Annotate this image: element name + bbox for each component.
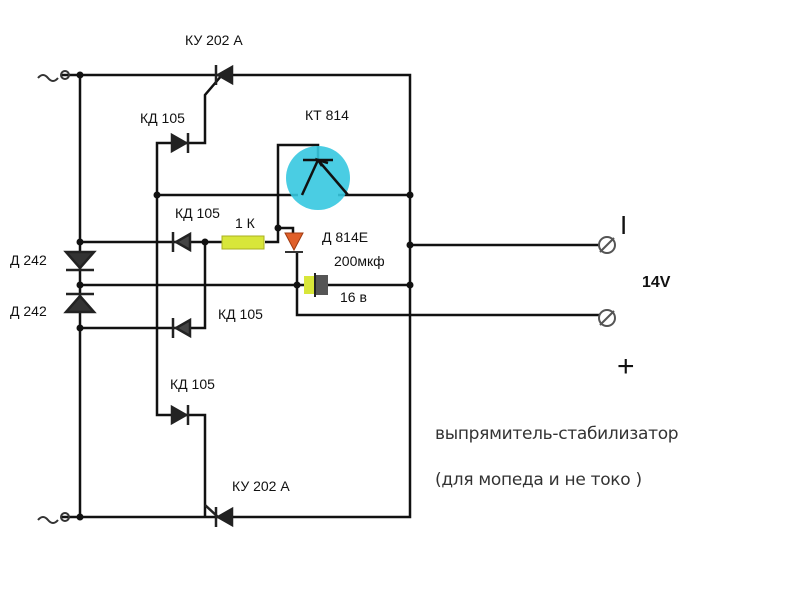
diode-kd105-4-label: КД 105 bbox=[170, 376, 215, 392]
diode-kd105-1-label: КД 105 bbox=[140, 110, 185, 126]
diode-d242-2-label: Д 242 bbox=[10, 303, 47, 319]
zener-d814e-symbol bbox=[284, 232, 304, 253]
zener-label: Д 814Е bbox=[322, 229, 369, 245]
wires bbox=[62, 73, 600, 519]
output-terminal-plus bbox=[598, 309, 616, 327]
thyristor-top-symbol bbox=[214, 64, 234, 86]
diode-d242-2-symbol bbox=[63, 292, 97, 314]
thyristor-bottom-symbol bbox=[204, 504, 234, 528]
diode-kd105-3-symbol bbox=[171, 317, 192, 339]
diode-kd105-3-label: КД 105 bbox=[218, 306, 263, 322]
junctions bbox=[76, 71, 414, 521]
diode-d242-1-label: Д 242 bbox=[10, 252, 47, 268]
resistor-symbol bbox=[221, 235, 265, 250]
diode-kd105-4-symbol bbox=[170, 404, 190, 426]
capacitor-value-label: 200мкф bbox=[334, 253, 385, 269]
transistor-kt814-symbol bbox=[286, 146, 350, 210]
diode-kd105-1-symbol bbox=[170, 132, 190, 154]
diode-kd105-2-symbol bbox=[171, 231, 192, 253]
diode-kd105-2-label: КД 105 bbox=[175, 205, 220, 221]
output-voltage-label: 14V bbox=[642, 274, 671, 291]
ac-input-terminal-top bbox=[37, 70, 70, 82]
diode-d242-1-symbol bbox=[63, 250, 97, 272]
thyristor-top-label: КУ 202 А bbox=[185, 32, 243, 48]
ac-input-terminal-bottom bbox=[37, 512, 70, 524]
transistor-label: КТ 814 bbox=[305, 107, 349, 123]
resistor-label: 1 К bbox=[235, 215, 255, 231]
capacitor-symbol bbox=[304, 273, 328, 297]
thyristor-bottom-label: КУ 202 А bbox=[232, 478, 290, 494]
output-minus-mark: I bbox=[620, 210, 628, 240]
caption-subtitle: (для мопеда и не токо ) bbox=[435, 470, 642, 490]
caption-title: выпрямитель-стабилизатор bbox=[435, 424, 679, 444]
output-terminal-minus bbox=[598, 236, 616, 254]
capacitor-voltage-label: 16 в bbox=[340, 289, 367, 305]
output-plus-mark: + bbox=[617, 350, 635, 383]
